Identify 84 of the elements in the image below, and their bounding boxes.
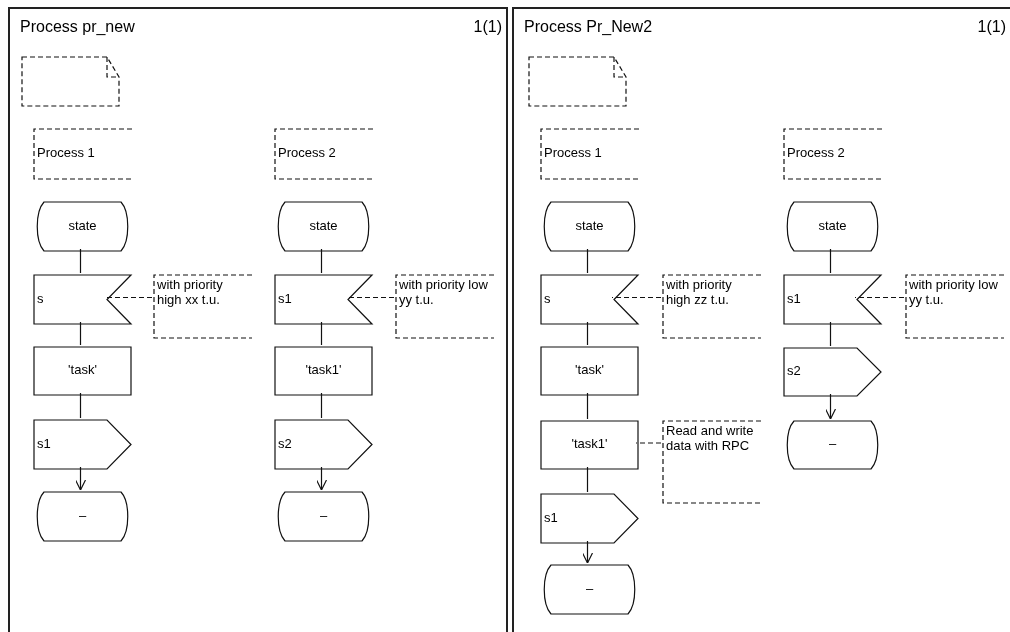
comment-symbol (906, 275, 1004, 338)
page-number: 1(1) (977, 18, 1006, 36)
task-box (541, 347, 638, 395)
process-frame (512, 7, 1010, 632)
comment-symbol (154, 275, 252, 338)
text-symbol (22, 57, 119, 106)
flow-line (586, 321, 589, 346)
state-label: – (318, 507, 329, 523)
flow-line (320, 321, 323, 346)
page-number: 1(1) (473, 18, 502, 36)
text-symbol (529, 57, 626, 106)
state-label: – (77, 507, 88, 523)
comment-text: Process 1 (37, 145, 96, 160)
output-symbol (275, 420, 372, 469)
signal-label: s (37, 290, 44, 306)
task-label: 'task1' (570, 436, 609, 451)
task-box (34, 347, 131, 395)
output-symbol (34, 420, 131, 469)
comment-text: Read and write data with RPC (666, 423, 755, 453)
flow-line (320, 248, 323, 274)
comment-symbol (396, 275, 494, 338)
comment-symbol (275, 129, 373, 179)
signal-label: s1 (787, 290, 801, 306)
frame-title: Process pr_new (20, 18, 135, 36)
signal-label: s1 (544, 509, 558, 525)
frame-title: Process Pr_New2 (524, 18, 653, 36)
output-symbol (541, 494, 638, 543)
flow-line (79, 392, 82, 419)
task-label: 'task1' (304, 362, 343, 377)
input-symbol (784, 275, 881, 324)
state-label: – (584, 580, 595, 596)
state-symbol (34, 202, 131, 251)
state-symbol (541, 202, 638, 251)
state-label: – (827, 436, 838, 451)
comment-text: with priority low yy t.u. (909, 277, 999, 307)
flow-line (74, 466, 87, 491)
flow-line (586, 248, 589, 274)
input-symbol (275, 275, 372, 324)
task-box (275, 347, 372, 395)
input-symbol (541, 275, 638, 324)
flow-line (829, 248, 832, 274)
comment-leader-line (635, 442, 662, 444)
process-frame (8, 7, 508, 632)
signal-label: s1 (278, 290, 292, 306)
signal-label: s2 (278, 435, 292, 451)
signal-label: s2 (787, 363, 801, 378)
state-symbol (275, 202, 372, 251)
state-symbol (784, 421, 881, 469)
flow-line (824, 393, 837, 420)
comment-symbol (34, 129, 132, 179)
comment-symbol (784, 129, 882, 179)
flow-line (581, 540, 594, 564)
flow-line (829, 321, 832, 347)
comment-symbol (541, 129, 639, 179)
state-label: state (67, 217, 98, 233)
signal-label: s1 (37, 435, 51, 451)
flow-line (586, 392, 589, 420)
state-label: state (574, 217, 605, 233)
comment-text: with priority low yy t.u. (399, 277, 489, 307)
output-symbol (784, 348, 881, 396)
flow-line (79, 248, 82, 274)
flow-line (79, 321, 82, 346)
state-symbol (541, 565, 638, 614)
comment-symbol (663, 421, 761, 503)
task-box (541, 421, 638, 469)
state-symbol (275, 492, 372, 541)
comment-text: with priority high xx t.u. (157, 277, 224, 307)
comment-text: Process 2 (787, 145, 846, 160)
flow-line (586, 466, 589, 493)
comment-symbol (663, 275, 761, 338)
state-label: state (817, 217, 848, 233)
flow-line (320, 392, 323, 419)
comment-text: with priority high zz t.u. (666, 277, 733, 307)
comment-text: Process 2 (278, 145, 337, 160)
input-symbol (34, 275, 131, 324)
signal-label: s (544, 290, 551, 306)
state-symbol (784, 202, 881, 251)
comment-text: Process 1 (544, 145, 603, 160)
flow-line (315, 466, 328, 491)
task-label: 'task' (574, 362, 605, 377)
task-label: 'task' (67, 362, 98, 377)
comment-leader-line (104, 296, 153, 299)
state-label: state (308, 217, 339, 233)
state-symbol (34, 492, 131, 541)
